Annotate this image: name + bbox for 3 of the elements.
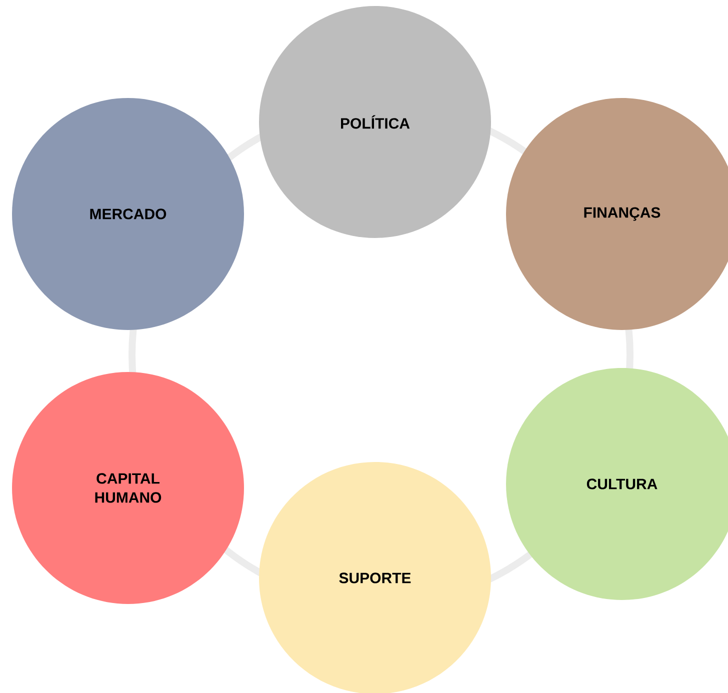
circle-node: POLÍTICA xyxy=(259,6,491,238)
circle-node: MERCADO xyxy=(12,98,244,330)
circle-node: CAPITAL HUMANO xyxy=(12,372,244,604)
